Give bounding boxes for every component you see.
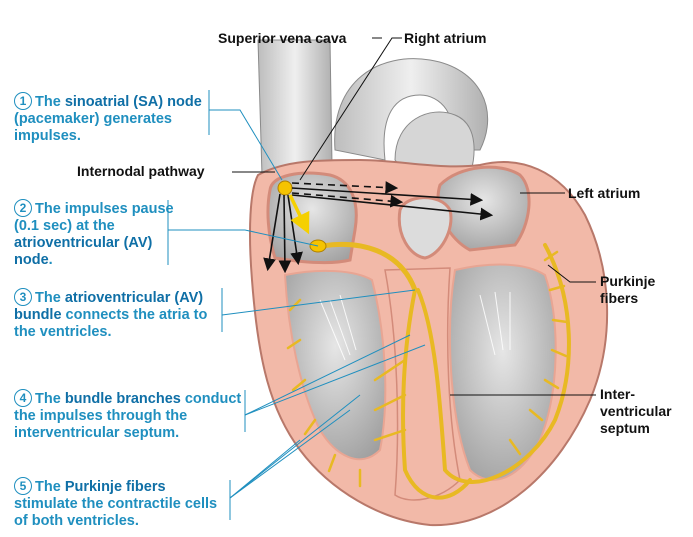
step-number-2: 2 (14, 199, 32, 217)
right-branch-twigs (373, 358, 407, 442)
step-1-pre: The (35, 94, 65, 110)
step-number-3: 3 (14, 288, 32, 306)
chordae-tendineae (319, 291, 511, 361)
label-interventricular-septum: Inter- ventricular septum (600, 386, 672, 437)
step-4-post: conduct the impulses through the interve… (14, 391, 242, 441)
step-4-highlight: bundle branches (64, 391, 181, 407)
impulse-arrows (263, 181, 494, 274)
label-purkinje-line1: Purkinje (600, 273, 656, 289)
step-number-4: 4 (14, 389, 32, 407)
step-3-post: connects the atria to the ventricles. (14, 307, 208, 340)
aortic-arch (334, 58, 489, 161)
step-2-highlight: atrioventricular (AV) node (14, 235, 153, 268)
step-3-pre: The (35, 290, 65, 306)
label-left-atrium: Left atrium (568, 185, 641, 201)
sa-to-av-arrow (288, 194, 310, 235)
label-septum-line3: septum (600, 420, 650, 436)
sa-node (277, 180, 293, 196)
left-bundle-branch (416, 243, 571, 484)
right-bundle-branch (401, 288, 472, 500)
step-2-pre: The impulses pause (0.1 sec) at the (14, 201, 174, 234)
superior-vena-cava (257, 39, 333, 176)
step-number-5: 5 (14, 477, 32, 495)
step-1-post: (pacemaker) generates impulses. (14, 111, 172, 144)
label-superior-vena-cava: Superior vena cava (218, 30, 347, 46)
label-septum-line1: Inter- (600, 386, 635, 402)
step-5-highlight: Purkinje fibers (64, 479, 166, 495)
aortic-valve-area (397, 196, 453, 260)
av-bundle-path (319, 241, 418, 293)
leader-lines (232, 37, 596, 396)
label-purkinje-line2: fibers (600, 290, 639, 306)
step-5-pre: The (35, 479, 65, 495)
step-4-pre: The (35, 391, 65, 407)
step-brackets (167, 90, 426, 520)
purkinje-fibers-right (286, 298, 362, 488)
label-right-atrium: Right atrium (404, 30, 487, 46)
step-3-highlight: atrioventricular (AV) bundle (14, 290, 204, 323)
label-purkinje-fibers: Purkinje fibers (600, 273, 655, 307)
step-1-highlight: sinoatrial (SA) node (64, 94, 202, 110)
label-septum-line2: ventricular (600, 403, 672, 419)
step-5-post: stimulate the contractile cells of both … (14, 496, 218, 529)
label-internodal-pathway: Internodal pathway (77, 163, 205, 179)
conduction-system (286, 241, 571, 500)
step-number-1: 1 (14, 92, 32, 110)
step-2-post: . (48, 252, 53, 268)
right-ventricle-chamber (283, 269, 387, 461)
purkinje-fibers-left (508, 250, 569, 456)
